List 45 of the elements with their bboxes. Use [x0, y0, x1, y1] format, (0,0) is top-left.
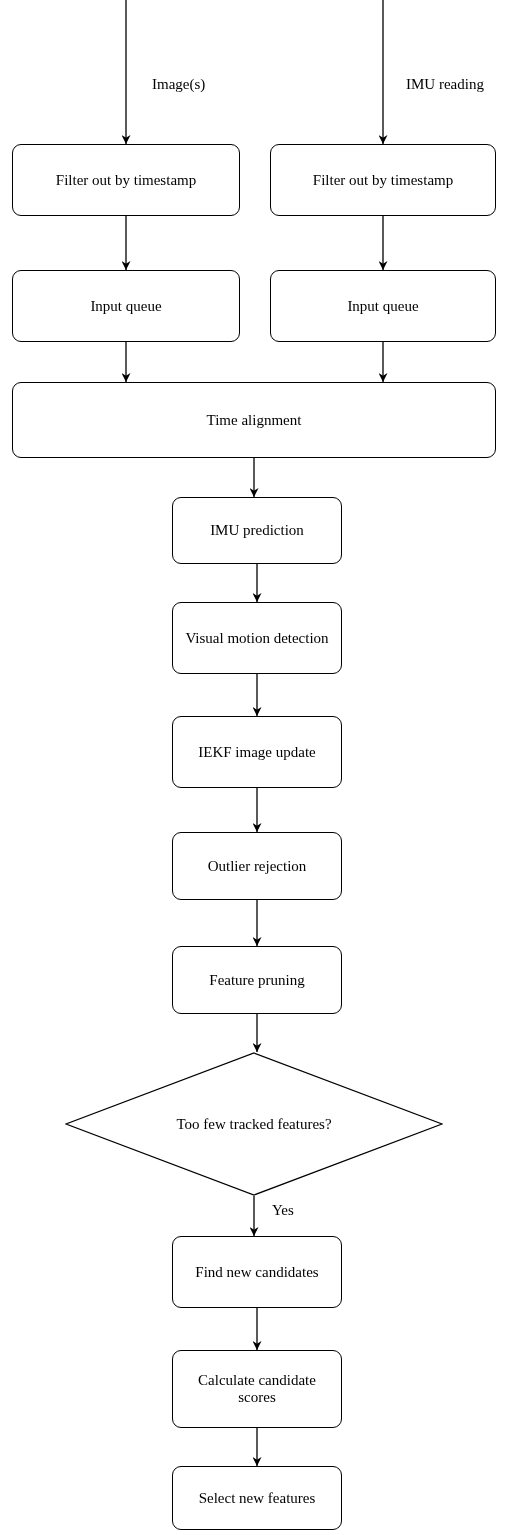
process-label: Filter out by timestamp: [311, 171, 455, 189]
process-label: Input queue: [89, 297, 163, 315]
edge-label: Image(s): [150, 76, 208, 93]
process-label: Input queue: [346, 297, 420, 315]
process-box: [172, 1350, 342, 1428]
arrow: [121, 341, 131, 383]
arrow: [378, 341, 388, 383]
process-label: Find new candidates: [194, 1263, 320, 1281]
decision-text: Too few tracked features?: [175, 1115, 333, 1133]
process-label: Outlier rejection: [206, 857, 308, 875]
arrow: [378, 215, 388, 271]
process-box: [172, 497, 342, 564]
arrow: [378, 0, 388, 145]
process-box: [12, 270, 240, 342]
process-box: [172, 1466, 342, 1530]
arrow: [252, 1013, 262, 1053]
process-box: [12, 382, 496, 458]
process-label: Calculate candidate scores: [197, 1372, 317, 1406]
arrow: [252, 1307, 262, 1351]
process-label: IEKF image update: [197, 743, 317, 761]
process-box: [270, 144, 496, 216]
process-box: [172, 946, 342, 1014]
arrow: [249, 457, 259, 498]
process-label: Time alignment: [205, 411, 303, 429]
arrow: [252, 673, 262, 717]
process-label: Feature pruning: [208, 971, 306, 989]
process-label: Visual motion detection: [184, 629, 330, 647]
arrow: [252, 899, 262, 947]
process-box: [172, 602, 342, 674]
edge-label: IMU reading: [404, 76, 486, 93]
arrow: [121, 0, 131, 145]
process-label: IMU prediction: [209, 522, 305, 539]
process-box: [270, 270, 496, 342]
process-box: [172, 1236, 342, 1308]
arrow: [121, 215, 131, 271]
arrow: [249, 1195, 259, 1237]
process-label: Filter out by timestamp: [54, 171, 198, 189]
process-box: [12, 144, 240, 216]
arrow: [252, 563, 262, 603]
process-label: Select new features: [197, 1489, 317, 1507]
process-box: [172, 832, 342, 900]
arrow: [252, 787, 262, 833]
decision-diamond: [65, 1052, 443, 1196]
process-box: [172, 716, 342, 788]
arrow: [252, 1427, 262, 1467]
